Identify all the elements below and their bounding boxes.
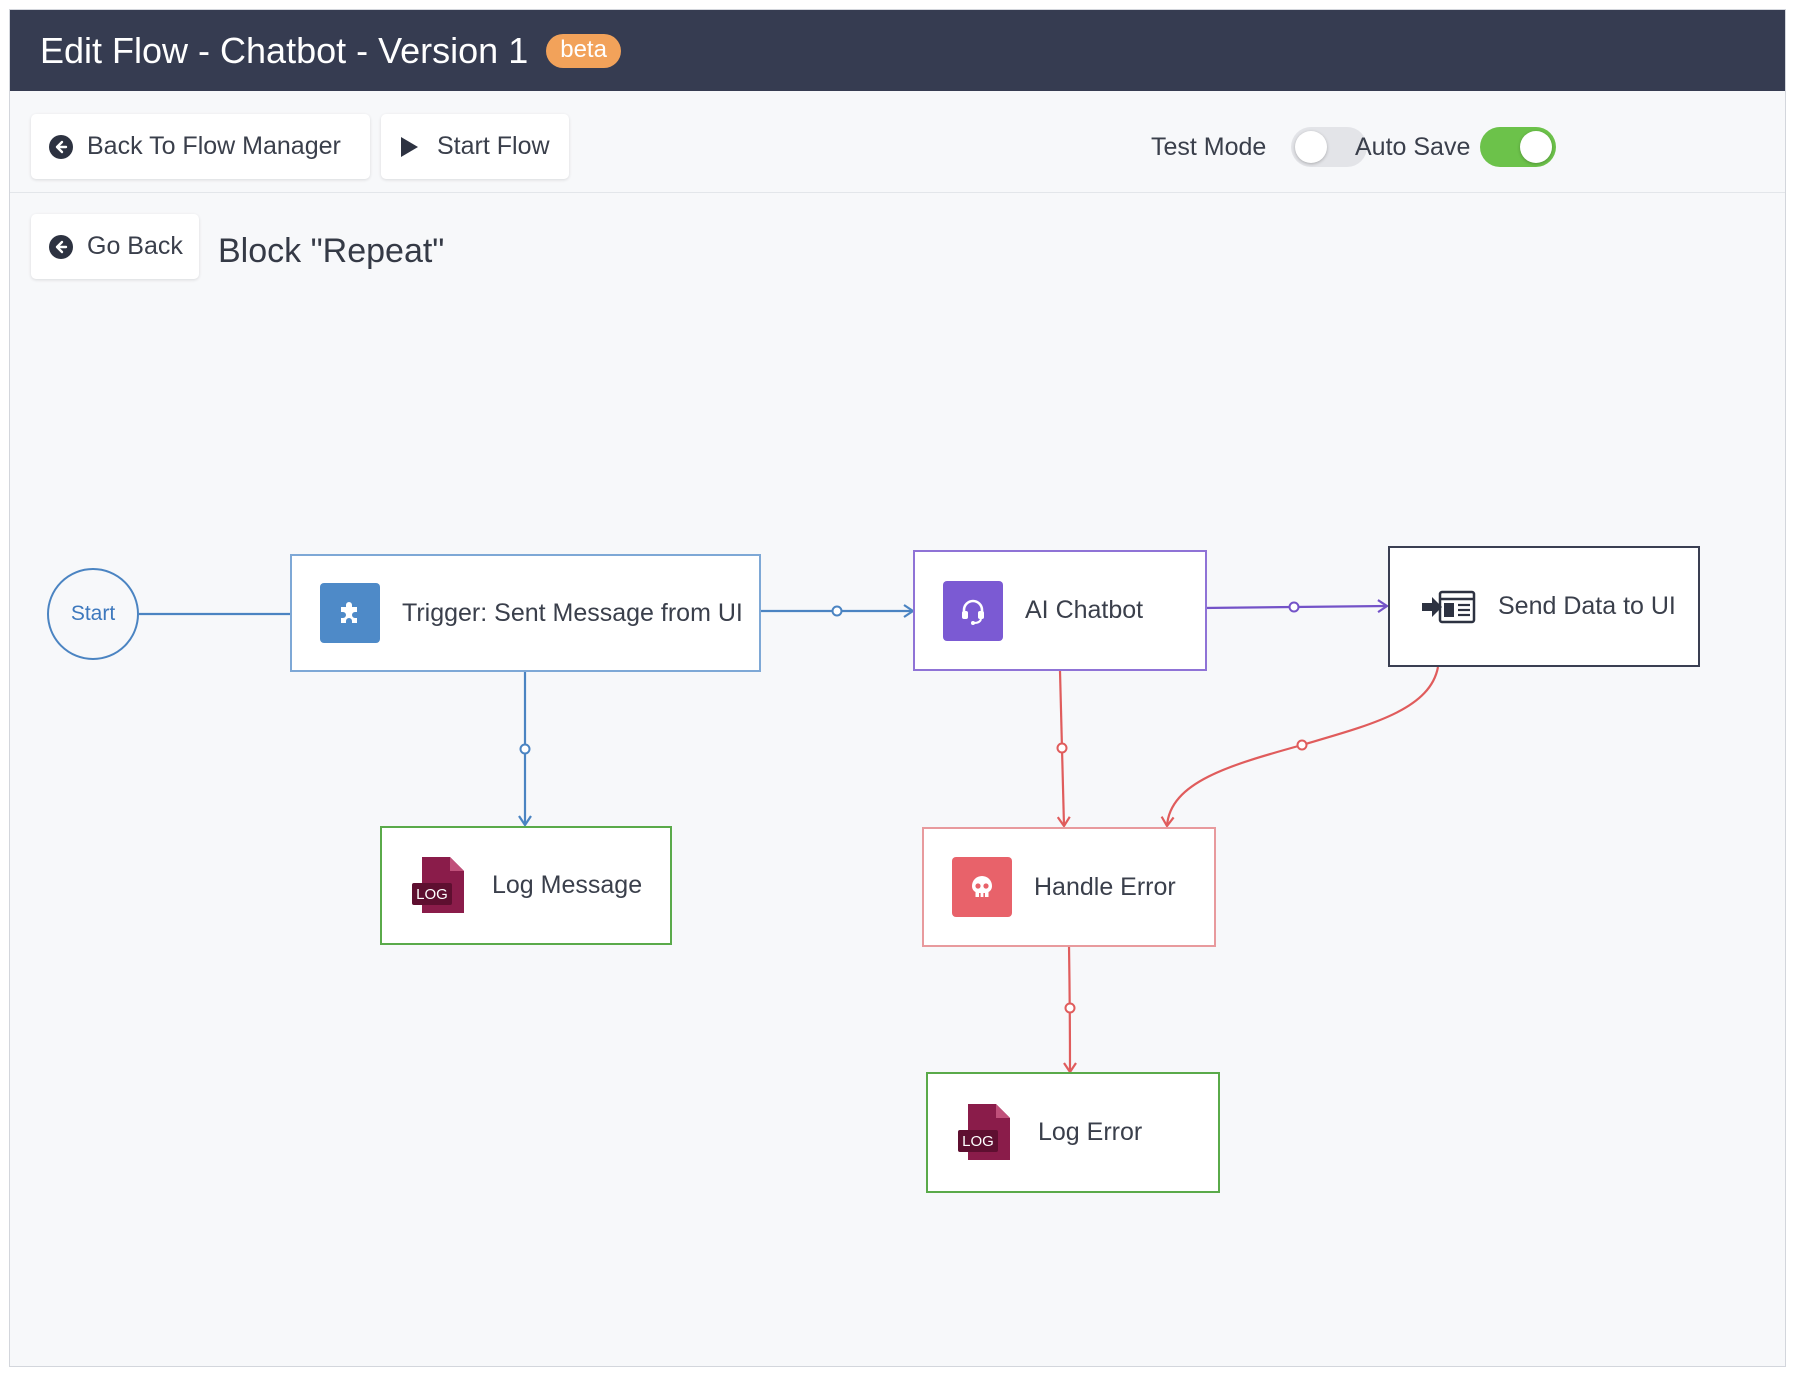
start-flow-button[interactable]: Start Flow [381,114,569,179]
node-handle-error-label: Handle Error [1034,872,1176,901]
node-handle-error[interactable]: Handle Error [922,827,1216,947]
auto-save-label: Auto Save [1355,133,1471,161]
beta-badge: beta [546,33,621,68]
edge-handle[interactable] [519,743,531,755]
back-to-flow-manager-label: Back To Flow Manager [87,132,341,160]
arrow-left-circle-icon [49,234,73,259]
svg-text:LOG: LOG [962,1133,994,1150]
log-file-icon: LOG [956,1103,1016,1163]
page-title: Edit Flow - Chatbot - Version 1 [40,29,529,71]
arrow-left-circle-icon [49,134,73,159]
start-flow-label: Start Flow [437,132,550,160]
start-node[interactable]: Start [47,568,139,660]
go-back-button[interactable]: Go Back [31,214,199,279]
log-file-icon: LOG [410,856,470,916]
go-back-label: Go Back [87,232,183,260]
start-node-label: Start [70,602,116,625]
play-icon [401,136,418,157]
title-bar: Edit Flow - Chatbot - Version 1 beta [10,10,1785,91]
flow-editor-window: Edit Flow - Chatbot - Version 1 beta Bac… [9,9,1786,1367]
node-log-error-label: Log Error [1038,1118,1143,1146]
node-log-message-label: Log Message [492,871,643,899]
node-log-error[interactable]: LOG Log Error [926,1072,1220,1193]
edge-handle[interactable] [1056,742,1068,754]
toolbar: Back To Flow Manager Start Flow Test Mod… [10,91,1785,193]
edge-handle[interactable] [1064,1002,1076,1014]
block-title: Block "Repeat" [218,232,445,270]
toggle-knob [1295,131,1327,163]
edge-handle[interactable] [831,605,843,617]
auto-save-toggle[interactable] [1480,127,1556,167]
edge-handle[interactable] [1288,601,1300,613]
send-to-window-icon [1420,577,1476,637]
puzzle-icon [320,583,380,643]
node-ai-chatbot-label: AI Chatbot [1025,596,1144,624]
test-mode-label: Test Mode [1151,133,1267,161]
node-send-data-label: Send Data to UI [1498,592,1676,620]
test-mode-toggle[interactable] [1291,127,1367,167]
flow-connectors [139,599,1440,1074]
node-send-data[interactable]: Send Data to UI [1388,546,1700,667]
node-trigger-label: Trigger: Sent Message from UI [402,598,743,627]
headset-icon [943,580,1003,641]
toggle-knob [1520,131,1552,163]
skull-icon [952,857,1012,917]
node-ai-chatbot[interactable]: AI Chatbot [913,550,1207,671]
node-trigger[interactable]: Trigger: Sent Message from UI [290,554,761,672]
node-log-message[interactable]: LOG Log Message [380,826,672,945]
svg-text:LOG: LOG [416,886,448,903]
back-to-flow-manager-button[interactable]: Back To Flow Manager [31,114,370,179]
edge-handle[interactable] [1296,739,1308,751]
